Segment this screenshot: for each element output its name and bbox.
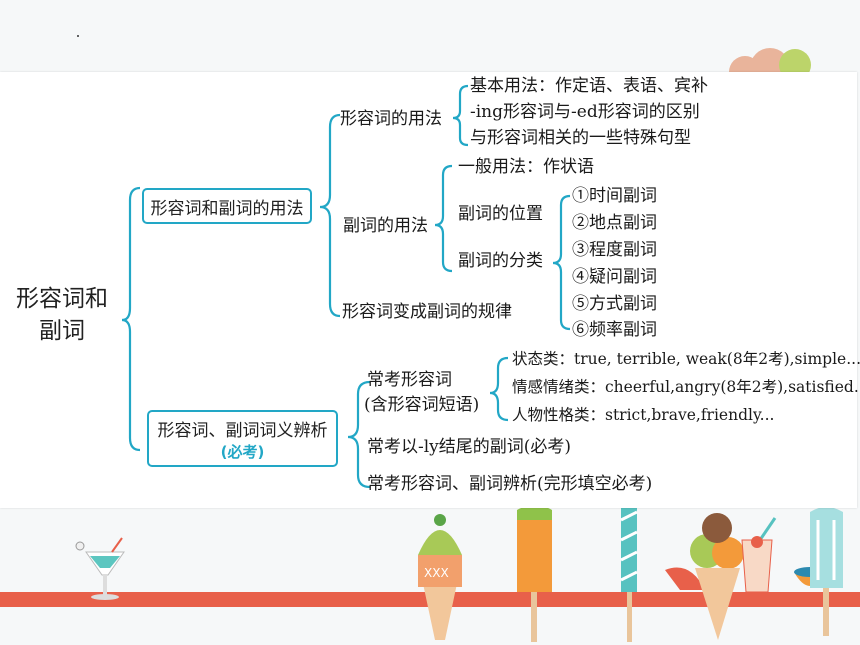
drink-cup-icon xyxy=(741,517,777,593)
common-adj-brace xyxy=(489,356,509,422)
common-adj-item: 人物性格类：strict,brave,friendly... xyxy=(512,406,775,424)
root-brace xyxy=(121,186,141,452)
adv-position: 副词的位置 xyxy=(458,204,543,224)
classification-item: ④疑问副词 xyxy=(572,267,657,287)
adj-usage-item: 基本用法：作定语、表语、宾补 xyxy=(470,76,708,96)
adj-usage-label: 形容词的用法 xyxy=(340,109,442,129)
classification-brace xyxy=(552,194,571,331)
mind-map-panel xyxy=(0,72,857,508)
ly-adverb-item: 常考以-ly结尾的副词(必考) xyxy=(367,437,572,457)
adv-usage-label: 副词的用法 xyxy=(343,216,428,236)
classification-item: ⑥频率副词 xyxy=(572,320,657,340)
adv-general: 一般用法：作状语 xyxy=(458,157,594,177)
adj-usage-brace xyxy=(452,84,469,147)
branch1-brace xyxy=(319,113,341,318)
branch1-label: 形容词和副词的用法 xyxy=(150,198,304,219)
classification-item: ③程度副词 xyxy=(572,240,657,260)
root-node: 形容词和 副词 xyxy=(12,283,112,347)
root-line-2: 副词 xyxy=(39,318,85,344)
adj-usage-item: -ing形容词与-ed形容词的区别 xyxy=(470,102,700,122)
triple-scoop-cone-icon xyxy=(665,513,744,640)
common-adj-item: 情感情绪类：cheerful,angry(8年2考),satisfied... xyxy=(512,378,860,396)
tall-popsicle-icon xyxy=(810,507,843,636)
classification-item: ②地点副词 xyxy=(572,213,657,233)
adj-usage-item: 与形容词相关的一些特殊句型 xyxy=(470,128,691,148)
adv-classification-label: 副词的分类 xyxy=(458,251,543,271)
branch1-node: 形容词和副词的用法 xyxy=(142,188,312,224)
adv-usage-brace xyxy=(434,164,453,273)
common-adj-line-1: 常考形容词 xyxy=(367,370,452,390)
classification-item: ①时间副词 xyxy=(572,186,657,206)
branch2-brace xyxy=(347,380,371,489)
common-adj-item: 状态类：true, terrible, weak(8年2考),simple... xyxy=(512,350,860,368)
popsicle-icon xyxy=(517,505,552,642)
classification-item: ⑤方式副词 xyxy=(572,294,657,314)
branch2-node: 形容词、副词词义辨析 (必考) xyxy=(147,410,338,467)
adj-to-adv-rule: 形容词变成副词的规律 xyxy=(342,302,512,322)
common-adj-line-2: (含形容词短语) xyxy=(364,395,480,415)
svg-text:XXX: XXX xyxy=(424,566,449,580)
branch2-label: 形容词、副词词义辨析 xyxy=(157,420,328,441)
root-line-1: 形容词和 xyxy=(16,286,108,312)
branch2-tag: (必考) xyxy=(220,442,265,461)
striped-stick-icon xyxy=(620,508,638,642)
discrimination-item: 常考形容词、副词辨析(完形填空必考) xyxy=(367,474,653,494)
ice-cream-cone-icon: XXX xyxy=(418,514,462,640)
cocktail-glass-icon xyxy=(75,537,125,600)
